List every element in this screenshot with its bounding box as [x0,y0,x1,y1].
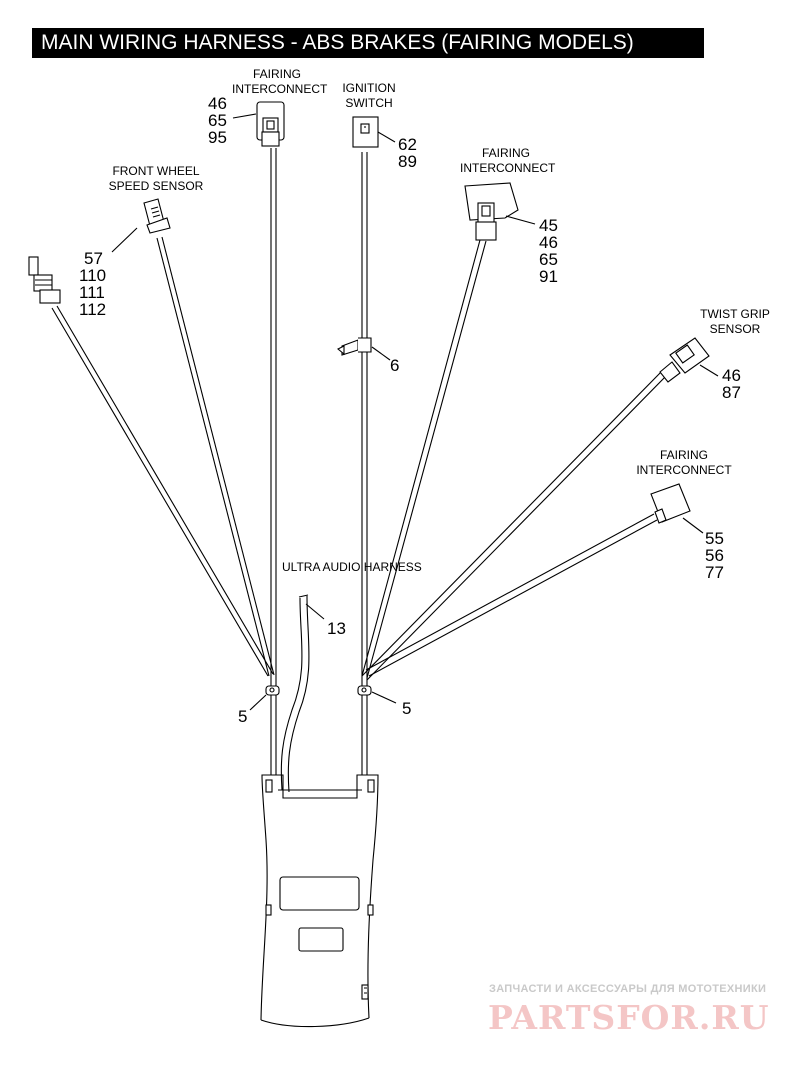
callout-fairing-low: 55 56 77 [705,529,724,582]
wire-fairing-mid [361,239,487,679]
callout-tie-left: 5 [238,707,248,726]
label-ignition-switch: IGNITION SWITCH [342,81,396,110]
wire-twist-grip [361,369,669,681]
label-front-wheel-speed-sensor: FRONT WHEEL SPEED SENSOR [108,164,204,193]
callout-audio: 13 [327,619,346,638]
callout-tie-right: 5 [402,699,412,718]
harness-trough [260,774,379,1028]
leader-lines [111,113,719,711]
cable-tie-right [357,685,372,696]
callout-clip: 6 [390,356,400,375]
connector-fairing-top [256,101,285,147]
connector-fairing-mid [464,182,519,241]
label-fairing-interconnect-mid: FAIRING INTERCONNECT [460,146,556,175]
callout-antenna: 110 111 112 [79,266,107,319]
cable-tie-left [265,685,280,696]
callout-ignition: 62 89 [398,135,417,171]
label-ultra-audio-harness: ULTRA AUDIO HARNESS [282,560,422,574]
wire-audio-harness [280,594,310,793]
callout-fairing-mid: 45 46 65 91 [539,216,558,286]
wire-front-wheel-sensor [156,236,275,677]
wire-clip [337,337,372,356]
callout-front-wheel: 57 [84,249,103,268]
wire-antenna [51,305,274,677]
page-title: MAIN WIRING HARNESS - ABS BRAKES (FAIRIN… [32,28,704,58]
wire-fairing-top [270,148,277,775]
connector-front-wheel-sensor [143,198,171,234]
label-fairing-interconnect-low: FAIRING INTERCONNECT [636,448,732,477]
connector-fairing-low [650,483,691,524]
connector-twist-grip [659,337,710,383]
connector-antenna [28,256,61,304]
callout-fairing-top: 46 65 95 [208,94,227,147]
watermark-logo: PARTSFOR.RU [488,998,770,1037]
wire-fairing-low [365,513,658,677]
callout-twist-grip: 46 87 [722,366,741,402]
connector-ignition [352,116,379,148]
wire-ignition [361,152,368,775]
label-fairing-interconnect-top: FAIRING INTERCONNECT [232,67,328,96]
label-twist-grip-sensor: TWIST GRIP SENSOR [700,307,770,336]
watermark-tagline: ЗАПЧАСТИ И АКСЕССУАРЫ ДЛЯ МОТОТЕХНИКИ [489,983,767,995]
